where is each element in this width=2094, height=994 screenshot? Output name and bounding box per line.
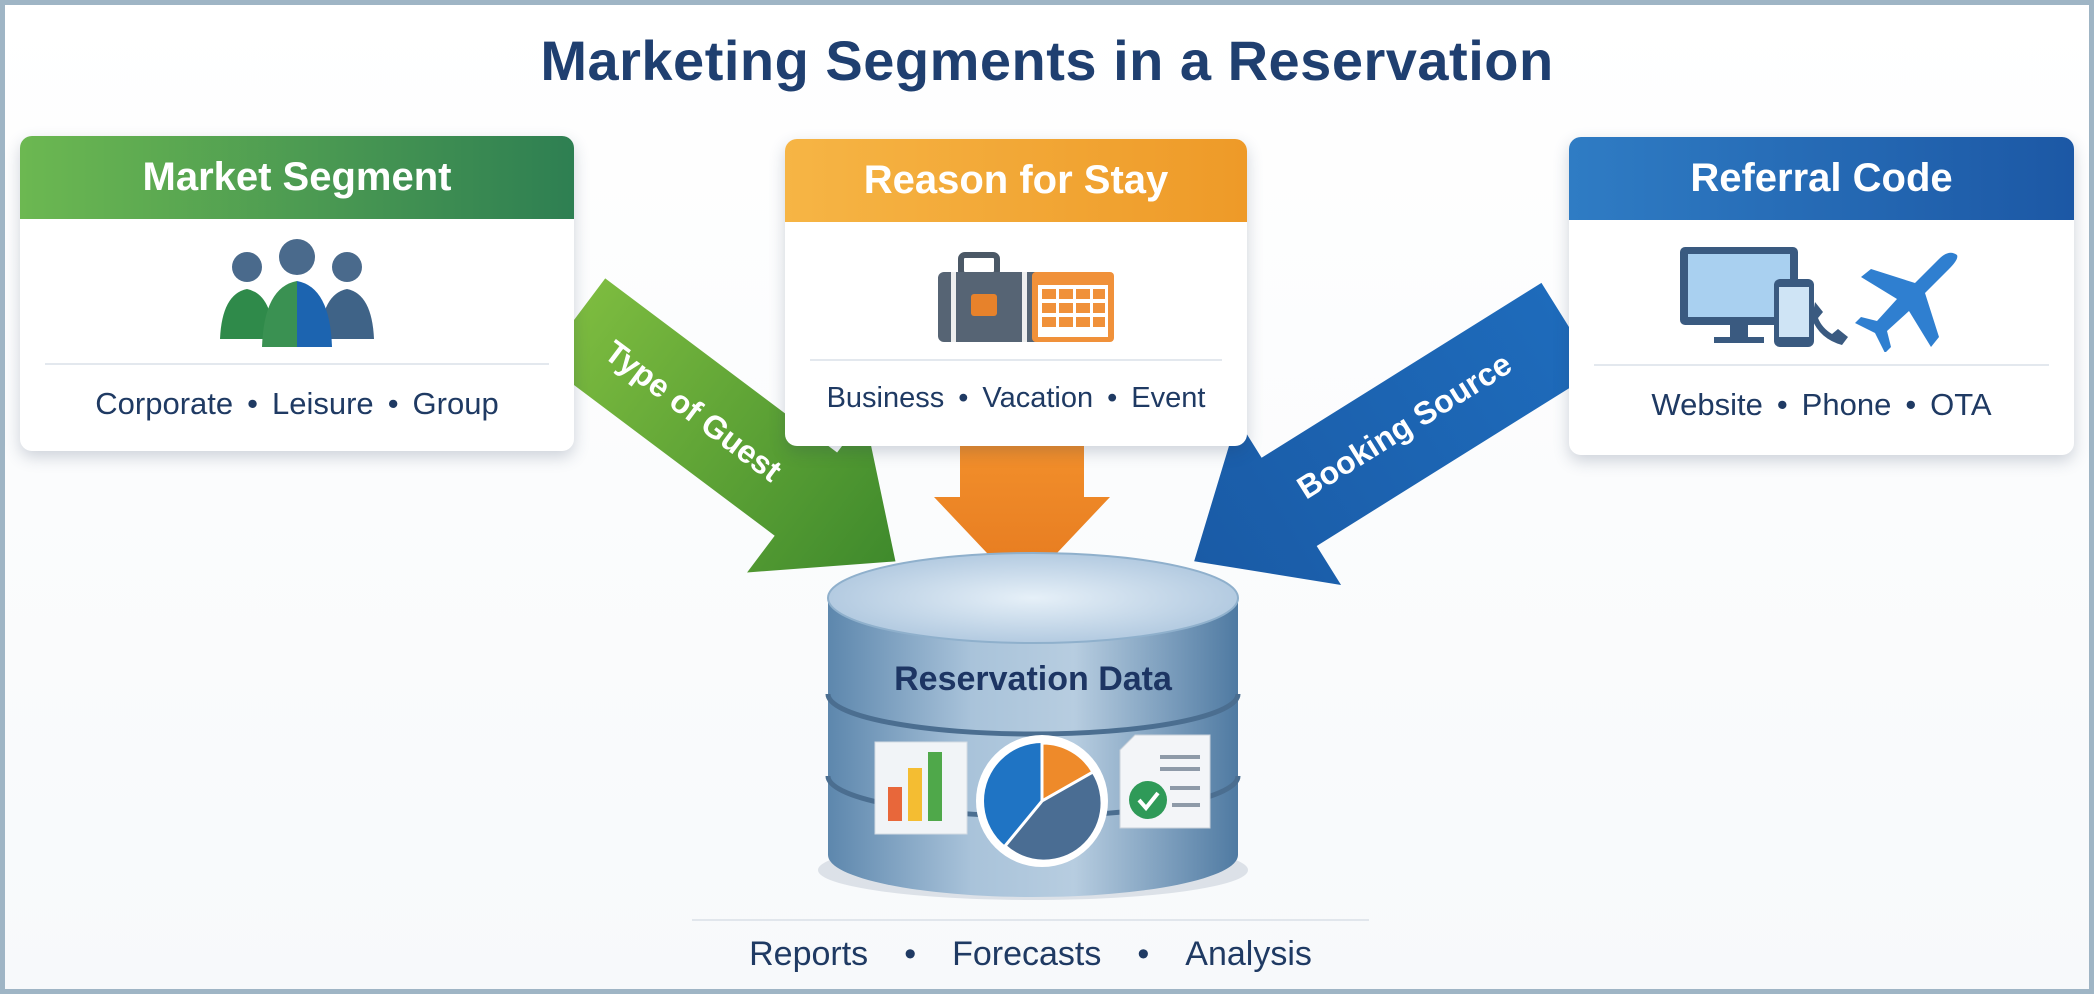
separator: • bbox=[1905, 387, 1917, 422]
separator: • bbox=[904, 935, 917, 973]
bar-chart-icon bbox=[874, 741, 968, 835]
outputs-divider bbox=[692, 919, 1369, 921]
devices-plane-icon bbox=[1569, 232, 2074, 357]
market-segment-card: Market Segment Corporate • Leisure • Group bbox=[20, 136, 574, 451]
people-icon bbox=[20, 231, 574, 356]
card-divider bbox=[45, 363, 549, 365]
card-items: Corporate • Leisure • Group bbox=[20, 386, 574, 422]
card-divider bbox=[1594, 364, 2049, 366]
card-divider bbox=[810, 359, 1222, 361]
item-group: Group bbox=[412, 386, 499, 421]
card-items: Business • Vacation • Event bbox=[785, 382, 1247, 415]
separator: • bbox=[1107, 382, 1118, 414]
card-title: Reason for Stay bbox=[785, 139, 1247, 222]
separator: • bbox=[1137, 935, 1150, 973]
card-title: Market Segment bbox=[20, 136, 574, 219]
separator: • bbox=[387, 386, 399, 421]
item-corporate: Corporate bbox=[95, 386, 234, 421]
card-items: Website • Phone • OTA bbox=[1569, 387, 2074, 423]
item-ota: OTA bbox=[1930, 387, 1992, 422]
referral-code-card: Referral Code Website • Phone • OTA bbox=[1569, 137, 2074, 455]
output-forecasts: Forecasts bbox=[952, 935, 1102, 973]
item-event: Event bbox=[1131, 382, 1206, 414]
item-website: Website bbox=[1651, 387, 1763, 422]
item-business: Business bbox=[826, 382, 945, 414]
separator: • bbox=[958, 382, 969, 414]
database-label: Reservation Data bbox=[894, 660, 1173, 698]
document-check-icon bbox=[1119, 734, 1211, 829]
separator: • bbox=[247, 386, 258, 421]
page-title: Marketing Segments in a Reservation bbox=[540, 29, 1554, 92]
item-phone: Phone bbox=[1801, 387, 1892, 422]
item-vacation: Vacation bbox=[982, 382, 1094, 414]
suitcase-calendar-icon bbox=[785, 234, 1247, 359]
outputs-list: Reports • Forecasts • Analysis bbox=[692, 935, 1369, 974]
pie-chart-icon bbox=[976, 735, 1108, 867]
card-title: Referral Code bbox=[1569, 137, 2074, 220]
output-analysis: Analysis bbox=[1185, 935, 1312, 973]
reason-arrow bbox=[934, 446, 1110, 590]
separator: • bbox=[1776, 387, 1788, 422]
output-reports: Reports bbox=[749, 935, 869, 973]
database-cylinder: Reservation Data bbox=[818, 552, 1248, 900]
item-leisure: Leisure bbox=[272, 386, 374, 421]
reason-for-stay-card: Reason for Stay Business • Vacation • Event bbox=[785, 139, 1247, 446]
